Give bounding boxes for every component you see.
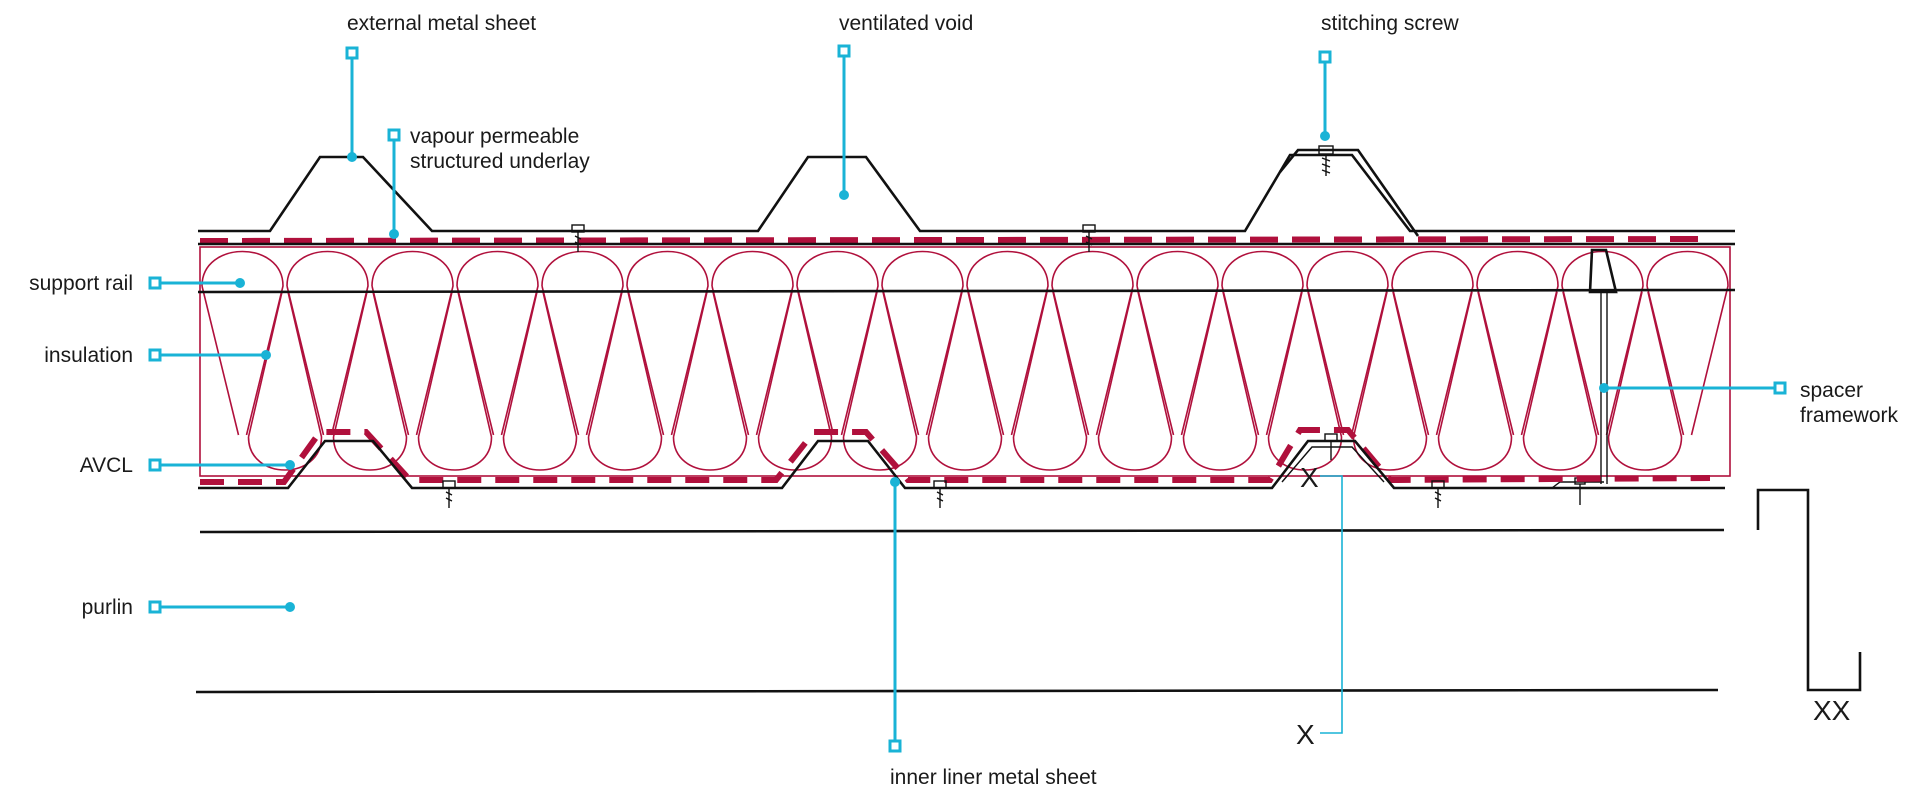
insulation-roll-bottom (1522, 291, 1598, 471)
insulation-roll-bottom (1182, 291, 1258, 471)
insulation-roll-top (541, 250, 624, 436)
leader-vapour-permeable (387, 128, 401, 239)
liner-screw-3 (1431, 480, 1445, 508)
insulation-roll-top (796, 250, 879, 436)
insulation-roll-top (1051, 250, 1134, 436)
insulation-roll-bottom (757, 291, 833, 471)
support-rail (197, 288, 1736, 294)
insulation-roll-bottom (587, 291, 663, 471)
purlin-bottom-flange (195, 688, 1719, 694)
insulation-roll-top (1391, 250, 1474, 436)
insulation-roll-bottom (1267, 291, 1343, 471)
liner-screw-2 (933, 480, 947, 508)
leader-external-metal-sheet (345, 46, 359, 162)
insulation-roll-bottom (502, 291, 578, 471)
insulation-roll-top (966, 250, 1049, 436)
purlin-section-profile (1756, 488, 1862, 692)
insulation-roll-top (1306, 250, 1389, 436)
leader-insulation (148, 348, 271, 362)
label-section-x-lower: X (1296, 719, 1315, 750)
insulation-roll-top (286, 250, 369, 436)
leader-avcl (148, 458, 295, 472)
purlin-top-flange (199, 528, 1725, 534)
fixing-screw-2 (1082, 224, 1096, 252)
insulation-outline (199, 246, 1731, 477)
avcl-membrane (200, 427, 1711, 485)
insulation-roll-bottom (1012, 291, 1088, 471)
label-insulation: insulation (44, 344, 133, 367)
insulation-roll-bottom (927, 291, 1003, 471)
label-section-x-upper: X (1300, 462, 1319, 493)
leader-ventilated-void (837, 44, 851, 200)
insulation-roll-top (881, 250, 964, 436)
insulation-roll-bottom (1607, 291, 1683, 471)
leader-purlin (148, 600, 295, 614)
label-spacer: spacer (1800, 379, 1863, 402)
external-metal-sheet (198, 153, 1735, 233)
label-inner-liner-metal-sheet: inner liner metal sheet (890, 766, 1097, 789)
insulation-roll-bottom (1437, 291, 1513, 471)
label-avcl: AVCL (80, 454, 133, 477)
inner-liner-inner-edge (1281, 446, 1385, 483)
label-vapour-permeable-line1: vapour permeable (410, 125, 579, 148)
leader-inner-liner (888, 477, 902, 753)
insulation-roll-top (711, 250, 794, 436)
insulation-roll-bottom (1097, 291, 1173, 471)
inner-liner-metal-sheet (198, 439, 1725, 490)
insulation-layer (201, 250, 1729, 471)
label-vapour-permeable-line2: structured underlay (410, 150, 590, 173)
insulation-roll-top (1476, 250, 1559, 436)
label-framework: framework (1800, 404, 1899, 427)
insulation-roll-top (1221, 250, 1304, 436)
leader-spacer-framework (1599, 381, 1787, 395)
capping-overlap (1278, 148, 1420, 237)
label-ventilated-void: ventilated void (839, 12, 973, 35)
fixing-screw-1 (571, 224, 585, 252)
liner-screw-1 (442, 480, 456, 508)
insulation-roll-top (626, 250, 709, 436)
lap-screw (1324, 433, 1338, 460)
insulation-roll-top (371, 250, 454, 436)
label-section-xx: XX (1813, 695, 1851, 726)
stitching-screw (1318, 145, 1334, 176)
insulation-roll-top (201, 250, 284, 436)
leader-stitching-screw (1318, 50, 1332, 141)
label-support-rail: support rail (29, 272, 133, 295)
insulation-roll-bottom (842, 291, 918, 471)
insulation-roll-top (456, 250, 539, 436)
insulation-roll-bottom (672, 291, 748, 471)
insulation-roll-top (1136, 250, 1219, 436)
label-stitching-screw: stitching screw (1321, 12, 1460, 35)
vapour-permeable-membrane (199, 236, 1711, 244)
insulation-roll-top (1646, 250, 1729, 436)
section-x-leader (1320, 475, 1343, 734)
insulation-roll-bottom (332, 291, 408, 471)
label-purlin: purlin (82, 596, 133, 619)
label-external-metal-sheet: external metal sheet (347, 12, 536, 35)
leader-support-rail (148, 276, 245, 290)
insulation-roll-bottom (417, 291, 493, 471)
